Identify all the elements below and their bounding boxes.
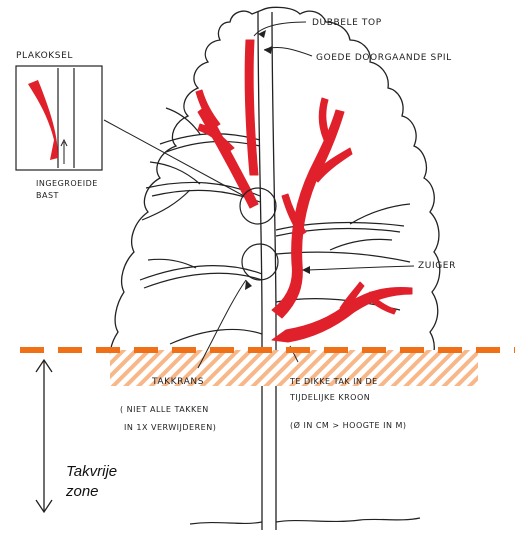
plakoksel-circle [240,188,276,224]
double-top-branch [245,40,258,175]
branches-left [140,108,262,344]
label-te-dikke-1: TE DIKKE TAK IN DE [289,377,378,386]
label-te-dikke-2: TIJDELIJKE KROON [289,393,370,402]
label-plakoksel: PLAKOKSEL [16,51,73,61]
label-goede-spil: GOEDE DOORGAANDE SPIL [316,53,452,63]
problem-branches [196,40,412,342]
label-ingegroeide: INGEGROEIDE [36,179,98,188]
label-niet-alle-2: IN 1X VERWIJDEREN) [124,423,216,432]
label-takkrans: TAKKRANS [151,377,204,387]
label-zone: zone [65,483,99,500]
label-te-dikke-3: (Ø IN CM > HOOGTE IN M) [290,420,407,430]
label-dubbele-top: DUBBELE TOP [312,18,382,28]
label-takvrije: Takvrije [66,463,117,480]
trunk [258,12,276,530]
label-zuiger: ZUIGER [418,261,456,271]
ground [190,518,420,524]
plakoksel-inset-box [16,66,102,170]
takvrije-zone-arrow [36,360,52,512]
label-niet-alle-1: ( NIET ALLE TAKKEN [120,405,209,414]
label-bast: BAST [36,191,59,200]
zuiger-branch [272,110,344,318]
takkrans-circle [242,244,278,280]
